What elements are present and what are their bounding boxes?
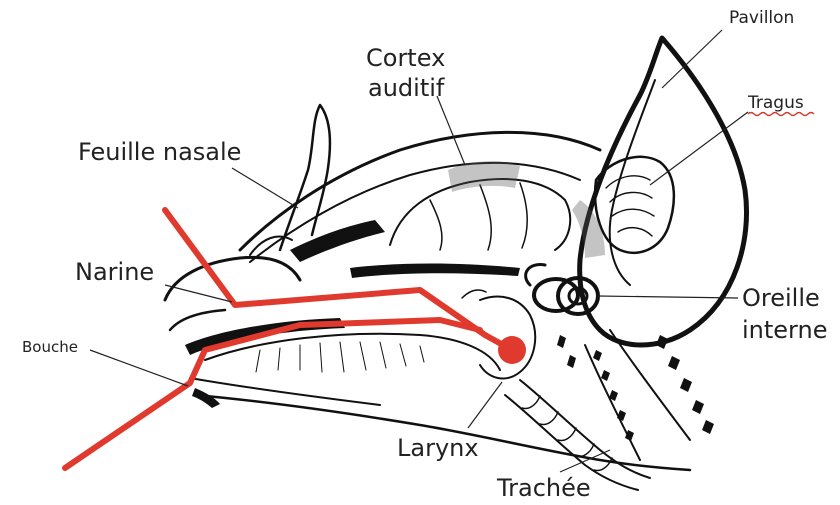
larynx-red-dot bbox=[498, 336, 526, 364]
ear-pinna bbox=[580, 38, 747, 345]
label-oreille-line1: Oreille bbox=[742, 284, 820, 312]
label-oreille-line2: interne bbox=[742, 316, 827, 344]
label-pavillon: Pavillon bbox=[729, 8, 794, 28]
trachea bbox=[505, 335, 650, 490]
label-cortex-line1: Cortex bbox=[366, 44, 445, 72]
spine-and-neck bbox=[585, 330, 714, 460]
label-trachee: Trachée bbox=[496, 474, 591, 502]
label-narine: Narine bbox=[75, 258, 154, 286]
tragus bbox=[595, 157, 674, 253]
label-cortex-line2: auditif bbox=[368, 74, 445, 102]
label-larynx: Larynx bbox=[397, 434, 479, 462]
larynx-outline bbox=[462, 290, 535, 378]
label-feuille-nasale: Feuille nasale bbox=[78, 138, 241, 166]
label-tragus: Tragus bbox=[747, 93, 804, 113]
label-bouche: Bouche bbox=[22, 338, 78, 356]
